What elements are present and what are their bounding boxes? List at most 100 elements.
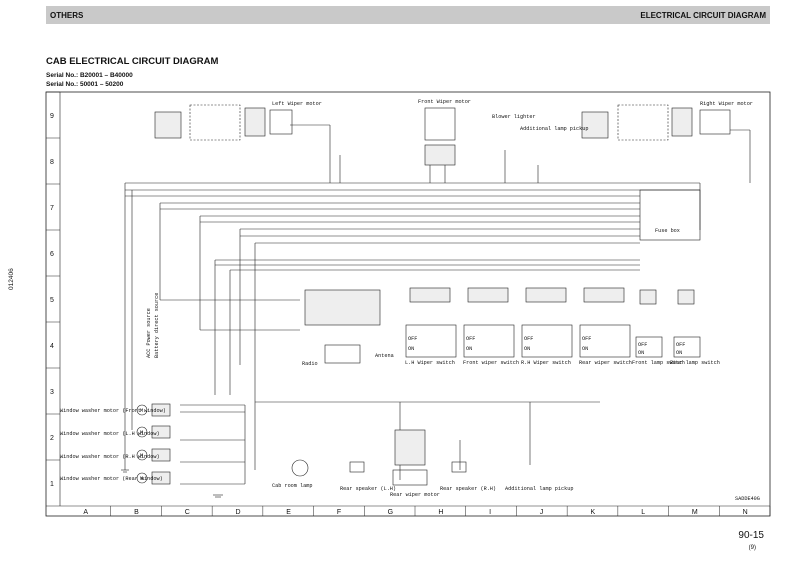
column-label: I — [489, 509, 491, 516]
switch-state-table — [521, 324, 573, 358]
label-fuse-box: Fuse box — [655, 228, 680, 234]
motor-glyph: M — [140, 453, 143, 459]
washer-motor-symbol — [136, 426, 148, 438]
washer-motor-symbol — [136, 449, 148, 461]
column-label: N — [743, 509, 748, 516]
ground-symbols — [121, 469, 223, 498]
label-rear-speaker-rh: Rear speaker (R.H) — [440, 486, 496, 492]
switch-state-label: OFF — [466, 336, 475, 342]
switch-state-table — [405, 324, 457, 358]
label-washer-rh: Window washer motor (R.H window) — [60, 454, 160, 460]
washer-motors: M M M M — [136, 403, 171, 485]
column-label: E — [286, 509, 291, 516]
column-label: G — [388, 509, 393, 516]
switch-state-label: ON — [408, 346, 414, 352]
lamp-switch-connector — [677, 289, 695, 305]
switch-state-label: ON — [466, 346, 472, 352]
switch-state-table — [579, 324, 631, 358]
page-title: CAB ELECTRICAL CIRCUIT DIAGRAM — [46, 56, 219, 67]
diagram-frame — [45, 91, 771, 517]
page-sub: (9) — [748, 545, 756, 551]
label-washer-front: Window washer motor (Front window) — [60, 408, 166, 414]
column-label: L — [641, 509, 645, 516]
label-cab-room-lamp: Cab room lamp — [272, 483, 312, 489]
row-label: 6 — [50, 251, 54, 258]
washer-connector — [151, 471, 171, 485]
row-label: 3 — [50, 389, 54, 396]
header-left: OTHERS — [50, 10, 84, 20]
label-acc-power: ACC Power source — [146, 308, 152, 358]
row-grid: 9 8 7 6 5 4 3 2 1 — [46, 91, 60, 488]
serial-line-2: Serial No.: 50001 – 50200 — [46, 81, 124, 88]
label-additional-lamp-pickup: Additional lamp pickup — [520, 126, 589, 132]
fuse-box — [639, 189, 701, 241]
label-rear-wiper-switch: Rear wiper switch — [579, 360, 632, 366]
serial-line-1: Serial No.: B20001 – B40000 — [46, 72, 133, 79]
page-header: OTHERS ELECTRICAL CIRCUIT DIAGRAM — [46, 6, 770, 24]
header-right: ELECTRICAL CIRCUIT DIAGRAM — [640, 10, 766, 20]
column-label: D — [236, 509, 241, 516]
column-label: K — [591, 509, 596, 516]
switch-state-table — [463, 324, 515, 358]
row-label: 7 — [50, 205, 54, 212]
label-battery-direct: Battery direct source — [154, 293, 160, 358]
right-wiper-connectors — [581, 104, 731, 141]
column-label: B — [134, 509, 139, 516]
washer-connector — [151, 425, 171, 439]
front-wiper-motor — [424, 107, 456, 166]
lamp-switch-table — [635, 336, 663, 358]
label-lh-wiper-switch: L.H Wiper switch — [405, 360, 455, 366]
switch-state-label: ON — [524, 346, 530, 352]
column-label: H — [438, 509, 443, 516]
label-front-wiper-switch: Front wiper switch — [463, 360, 519, 366]
label-radio: Radio — [302, 361, 318, 367]
rear-wiper-motor — [392, 429, 428, 486]
row-label: 4 — [50, 343, 54, 350]
washer-connector — [151, 448, 171, 462]
row-label: 8 — [50, 159, 54, 166]
switch-connector — [583, 287, 625, 303]
row-label: 5 — [50, 297, 54, 304]
label-rh-wiper-switch: R.H Wiper switch — [521, 360, 571, 366]
left-wiper-connectors — [154, 104, 293, 141]
motor-glyph: M — [140, 476, 143, 482]
lamp-switch-connector — [639, 289, 657, 305]
row-label: 1 — [50, 481, 54, 488]
lamp-state-label: ON — [638, 350, 644, 356]
washer-motor-symbol — [136, 472, 148, 484]
switch-state-label: ON — [582, 346, 588, 352]
switch-connector — [525, 287, 567, 303]
column-label: J — [540, 509, 544, 516]
switch-state-label: OFF — [524, 336, 533, 342]
page-number: 90-15 — [738, 530, 764, 541]
column-label: C — [185, 509, 190, 516]
switch-state-label: OFF — [582, 336, 591, 342]
label-antenna: Antena — [375, 353, 394, 359]
row-label: 2 — [50, 435, 54, 442]
motor-glyph: M — [140, 430, 143, 436]
lamp-state-label: OFF — [638, 342, 647, 348]
row-label: 9 — [50, 113, 54, 120]
washer-motor-symbol — [136, 404, 148, 416]
drawing-code: SADDE40G — [735, 496, 760, 502]
column-label: A — [83, 509, 88, 516]
switch-connector — [409, 287, 451, 303]
label-left-wiper-motor: Left Wiper motor — [272, 101, 322, 107]
radio-connector — [304, 289, 381, 364]
label-rear-wiper-motor: Rear wiper motor — [390, 492, 440, 498]
label-rear-speaker-lh: Rear speaker (L.H) — [340, 486, 396, 492]
cab-room-lamp-symbol — [291, 459, 309, 477]
motor-glyph: M — [140, 408, 143, 414]
label-right-wiper-motor: Right Wiper motor — [700, 101, 753, 107]
lamp-switch-table — [673, 336, 701, 358]
lamp-state-label: OFF — [676, 342, 685, 348]
column-label: F — [337, 509, 341, 516]
switch-connector — [467, 287, 509, 303]
washer-connector — [151, 403, 171, 417]
switch-state-label: OFF — [408, 336, 417, 342]
label-additional-lamp-pickup-2: Additional lamp pickup — [505, 486, 574, 492]
wiring — [124, 124, 751, 485]
